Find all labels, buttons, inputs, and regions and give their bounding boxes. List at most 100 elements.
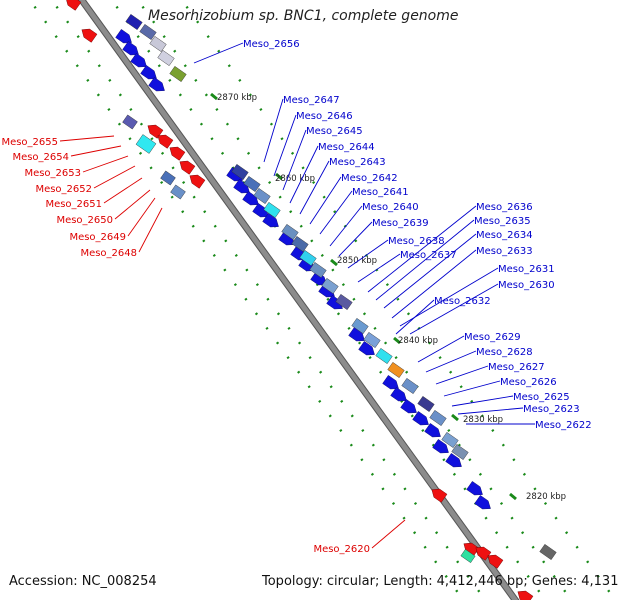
accession-label: Accession: xyxy=(9,574,78,589)
forward-gene-label-2640: Meso_2640 xyxy=(362,202,419,213)
forward-gene-label-2629: Meso_2629 xyxy=(464,332,521,343)
scale-label-3: 2840 kbp xyxy=(398,336,438,346)
scale-label-0: 2870 kbp xyxy=(217,93,257,103)
label-leader-line xyxy=(338,221,373,257)
forward-gene-arrow-19 xyxy=(390,387,407,402)
forward-gene-label-2632: Meso_2632 xyxy=(434,296,491,307)
map-title: Mesorhizobium sp. BNC1, complete genome xyxy=(148,8,459,24)
feature-box-7 xyxy=(253,188,271,204)
gene-arrow-shape xyxy=(157,134,174,149)
feature-box-shape xyxy=(441,432,459,448)
scale-label-2: 2850 kbp xyxy=(337,256,377,266)
gene-arrow-shape xyxy=(474,495,491,510)
topology-value: circular; xyxy=(326,574,380,589)
feature-box-shape xyxy=(451,444,469,460)
gene-arrow-shape xyxy=(65,0,82,11)
forward-gene-label-2637: Meso_2637 xyxy=(400,250,457,261)
forward-gene-arrow-9 xyxy=(262,213,279,228)
feature-box-3 xyxy=(157,50,175,66)
genome-summary: Topology:circular;Length:4,412,446 bp;Ge… xyxy=(262,574,618,589)
forward-gene-label-2633: Meso_2633 xyxy=(476,246,533,257)
length-value: 4,412,446 bp; xyxy=(436,574,528,589)
reverse-gene-label-2648: Meso_2648 xyxy=(80,248,137,259)
label-leader-line xyxy=(103,177,143,204)
feature-box-18 xyxy=(387,362,405,378)
reverse-gene-arrow-3 xyxy=(157,134,174,149)
label-leader-line xyxy=(70,145,122,157)
reverse-gene-label-2651: Meso_2651 xyxy=(45,199,102,210)
feature-box-22 xyxy=(441,432,459,448)
feature-box-shape xyxy=(291,236,309,252)
ring-dot-line-1 xyxy=(50,0,487,600)
forward-gene-arrow-18 xyxy=(382,375,399,390)
label-leader-line xyxy=(82,155,129,173)
forward-gene-label-2656: Meso_2656 xyxy=(243,39,300,50)
feature-box-left-2 xyxy=(160,170,176,186)
label-leader-line xyxy=(425,350,477,373)
label-leader-line xyxy=(59,135,115,142)
forward-gene-label-2626: Meso_2626 xyxy=(500,377,557,388)
reverse-gene-arrow-4 xyxy=(169,146,186,161)
scale-label-5: 2820 kbp xyxy=(526,492,566,502)
forward-gene-arrow-25 xyxy=(466,481,483,496)
feature-box-shape xyxy=(281,224,299,240)
forward-gene-label-2622: Meso_2622 xyxy=(535,420,592,431)
gene-arrow-shape xyxy=(390,387,407,402)
ring-dot-line-4 xyxy=(180,0,617,600)
feature-box-shape xyxy=(263,202,281,218)
feature-box-2 xyxy=(149,36,167,52)
forward-gene-arrow-24 xyxy=(445,453,462,468)
reverse-gene-label-2650: Meso_2650 xyxy=(56,215,113,226)
label-leader-line xyxy=(383,233,477,309)
forward-gene-label-2630: Meso_2630 xyxy=(498,280,555,291)
feature-box-shape xyxy=(351,318,369,334)
feature-box-8 xyxy=(263,202,281,218)
genes-value: 4,131 xyxy=(581,574,618,589)
forward-gene-arrow-20 xyxy=(400,399,417,414)
gene-arrow-shape xyxy=(148,77,165,92)
gene-arrow-shape xyxy=(487,554,504,569)
feature-box-shape xyxy=(460,549,476,563)
scale-tick xyxy=(275,172,283,181)
scale-tick xyxy=(330,258,338,267)
gene-arrow-shape xyxy=(189,174,206,189)
gene-arrow-shape xyxy=(262,213,279,228)
forward-gene-label-2642: Meso_2642 xyxy=(341,173,398,184)
feature-box-9 xyxy=(281,224,299,240)
gene-arrow-shape xyxy=(424,423,441,438)
label-leader-line xyxy=(273,114,297,177)
feature-box-shape xyxy=(170,184,186,200)
feature-box-shape xyxy=(135,134,157,154)
feature-box-shape xyxy=(375,348,393,364)
gene-arrow-shape xyxy=(140,65,157,80)
label-leader-line xyxy=(371,519,406,549)
feature-box-19 xyxy=(401,378,419,394)
gene-arrow-shape xyxy=(179,160,196,175)
forward-gene-arrow-2 xyxy=(130,53,147,68)
forward-gene-label-2647: Meso_2647 xyxy=(283,95,340,106)
feature-box-12 xyxy=(309,262,327,278)
feature-box-4 xyxy=(169,66,187,82)
label-leader-line xyxy=(289,145,319,204)
feature-box-shape xyxy=(401,378,419,394)
forward-gene-label-2634: Meso_2634 xyxy=(476,230,533,241)
feature-box-shape xyxy=(139,24,157,40)
forward-gene-label-2635: Meso_2635 xyxy=(474,216,531,227)
scale-tick xyxy=(393,336,401,345)
feature-box-11 xyxy=(299,250,317,266)
reverse-gene-arrow-2 xyxy=(147,124,164,139)
feature-box-shape xyxy=(169,66,187,82)
label-leader-line xyxy=(263,98,284,163)
feature-box-shape xyxy=(309,262,327,278)
scale-tick xyxy=(451,413,459,422)
gene-arrow-shape xyxy=(81,28,98,43)
reverse-gene-label-2653: Meso_2653 xyxy=(24,168,81,179)
feature-box-shape xyxy=(253,188,271,204)
feature-box-shape xyxy=(299,250,317,266)
feature-box-shape xyxy=(335,294,353,310)
label-leader-line xyxy=(417,335,465,363)
feature-box-1 xyxy=(139,24,157,40)
feature-box-left-0 xyxy=(122,114,138,130)
gene-arrow-shape xyxy=(122,41,139,56)
label-leader-line xyxy=(127,197,156,237)
